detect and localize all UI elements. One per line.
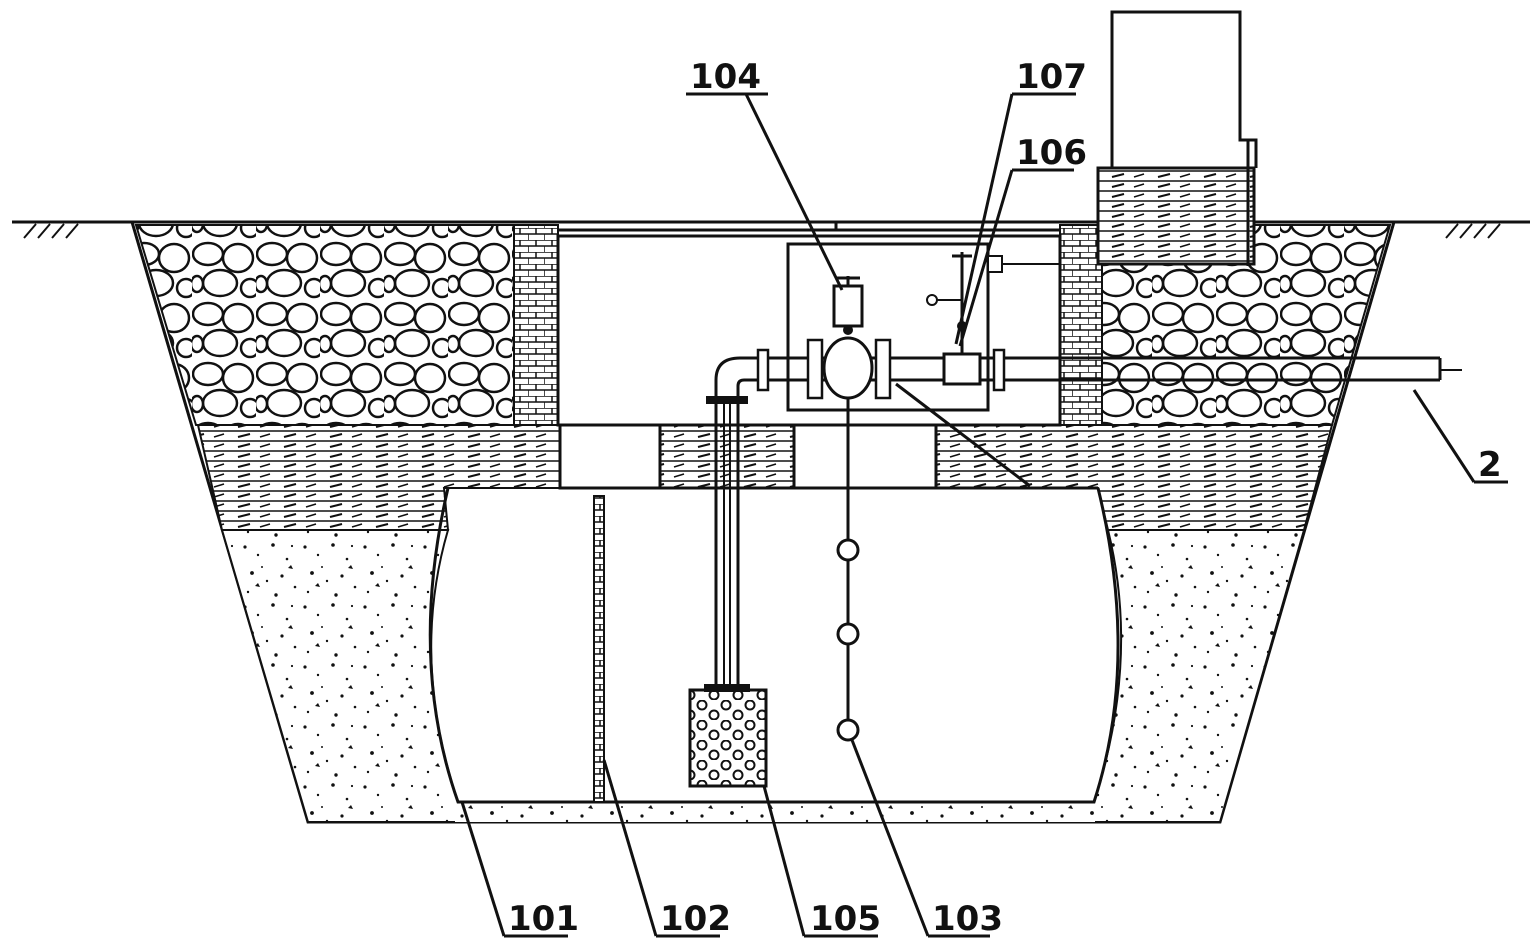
storage-tank-101 bbox=[428, 487, 1120, 804]
label-2: 2 bbox=[1478, 445, 1502, 485]
brick-wall-left bbox=[513, 224, 559, 426]
filter-head-cap bbox=[704, 684, 750, 692]
cushion-layer-middle bbox=[659, 424, 795, 489]
label-106: 106 bbox=[1016, 133, 1087, 173]
pump-valve-104 bbox=[822, 276, 874, 400]
filter-head-105 bbox=[688, 688, 768, 788]
cushion-layer-left bbox=[196, 424, 561, 531]
brick-wall-right bbox=[1059, 224, 1103, 426]
suction-pipe bbox=[706, 356, 760, 690]
label-105: 105 bbox=[810, 899, 881, 939]
outlet-pipe-2 bbox=[756, 338, 1462, 400]
label-101: 101 bbox=[508, 899, 579, 939]
pressure-gauge-107 bbox=[987, 255, 1060, 273]
label-103: 103 bbox=[932, 899, 1003, 939]
label-104: 104 bbox=[690, 57, 761, 97]
label-107: 107 bbox=[1016, 57, 1087, 97]
concrete-base bbox=[455, 802, 1095, 822]
concrete-fill-right bbox=[1081, 529, 1306, 823]
cobblestone-fill-left bbox=[134, 224, 515, 426]
baffle-plate-102 bbox=[593, 495, 605, 803]
water-tower bbox=[1096, 10, 1258, 266]
cushion-layer-right bbox=[935, 424, 1334, 531]
label-102: 102 bbox=[660, 899, 731, 939]
leader-lines bbox=[460, 92, 1508, 938]
ground-surface bbox=[12, 220, 1530, 239]
float-switch-103 bbox=[836, 398, 860, 742]
